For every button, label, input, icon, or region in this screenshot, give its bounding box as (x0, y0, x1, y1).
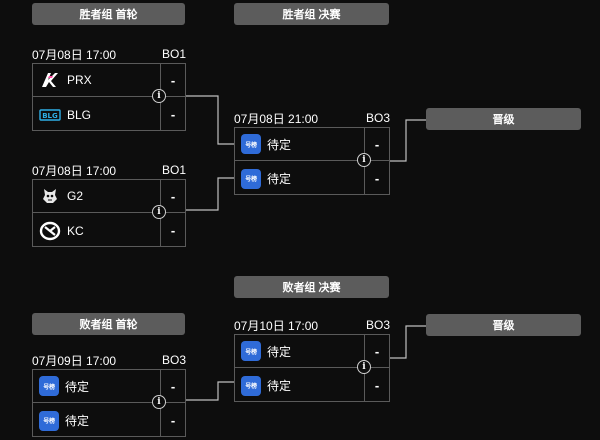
match-header: 07月08日 17:00 BO1 (32, 46, 186, 62)
tbd-logo-icon: 号榜 (241, 134, 261, 154)
team-name: 待定 (65, 414, 90, 428)
team-name: 待定 (267, 379, 292, 393)
team-score: - (374, 136, 380, 152)
tbd-logo-icon: 号榜 (241, 168, 261, 189)
team-row[interactable]: G2 - (33, 180, 185, 213)
team-name: 待定 (267, 172, 292, 186)
team-score: - (170, 72, 176, 88)
tbd-logo-icon: 号榜 (241, 341, 261, 361)
match-time: 07月10日 17:00 (234, 318, 319, 333)
team-row[interactable]: BLG BLG - (33, 98, 185, 131)
tbd-logo-icon: 号榜 (39, 376, 59, 396)
connector-m2-m3 (174, 177, 234, 211)
lower-advance-header: 晋级 (426, 314, 581, 336)
team-name: KC (67, 223, 84, 238)
team-score: - (374, 343, 380, 359)
team-name: PRX (67, 73, 92, 87)
team-name: BLG (67, 107, 92, 122)
team-name: 待定 (267, 344, 292, 359)
connector-m5-advance (376, 325, 426, 359)
tbd-logo-icon: 号榜 (39, 410, 59, 431)
match-format: BO3 (161, 353, 186, 367)
team-row[interactable]: 号榜 待定 - (235, 335, 389, 368)
g2-logo-icon (39, 185, 61, 207)
team-row[interactable]: 号榜 待定 - (235, 369, 389, 402)
upper-round1-header: 胜者组 首轮 (32, 3, 185, 25)
match-info-icon[interactable]: i (357, 360, 371, 374)
upper-final-header: 胜者组 决赛 (234, 3, 389, 25)
upper-advance-header: 晋级 (426, 108, 581, 130)
match-format: BO3 (365, 318, 390, 332)
team-score: - (170, 413, 176, 428)
match-card[interactable]: PRX - BLG BLG - (32, 63, 186, 131)
svg-text:BLG: BLG (42, 112, 58, 120)
team-row[interactable]: 号榜 待定 - (33, 370, 185, 403)
team-row[interactable]: 号榜 待定 - (33, 404, 185, 437)
kc-logo-icon (39, 220, 61, 242)
lower-round1-header: 败者组 首轮 (32, 313, 185, 335)
team-score: - (170, 223, 176, 238)
match-header: 07月09日 17:00 BO3 (32, 352, 186, 368)
team-score: - (170, 378, 176, 394)
connector-m3-advance (376, 119, 426, 162)
match-info-icon[interactable]: i (357, 153, 371, 167)
match-header: 07月10日 17:00 BO3 (234, 317, 390, 333)
team-name: G2 (67, 189, 84, 203)
lower-final-header: 败者组 决赛 (234, 276, 389, 298)
match-time: 07月09日 17:00 (32, 353, 117, 368)
prx-logo-icon (39, 69, 61, 91)
team-row[interactable]: 号榜 待定 - (235, 162, 389, 195)
match-format: BO3 (365, 111, 390, 125)
match-header: 07月08日 17:00 BO1 (32, 162, 186, 178)
team-name: 待定 (65, 379, 90, 394)
match-info-icon[interactable]: i (152, 89, 166, 103)
team-row[interactable]: PRX - (33, 64, 185, 97)
connector-m4-m5 (174, 381, 234, 401)
team-score: - (170, 188, 176, 204)
tbd-logo-icon: 号榜 (241, 375, 261, 396)
match-header: 07月08日 21:00 BO3 (234, 110, 390, 126)
team-score: - (170, 107, 176, 122)
team-score: - (374, 171, 380, 186)
team-row[interactable]: KC - (33, 214, 185, 247)
blg-logo-icon: BLG (39, 104, 61, 126)
team-name: 待定 (267, 137, 292, 152)
match-time: 07月08日 17:00 (32, 47, 117, 62)
match-info-icon[interactable]: i (152, 395, 166, 409)
match-time: 07月08日 17:00 (32, 163, 117, 178)
match-format: BO1 (161, 47, 186, 61)
team-score: - (374, 378, 380, 393)
team-row[interactable]: 号榜 待定 - (235, 128, 389, 161)
match-info-icon[interactable]: i (152, 205, 166, 219)
match-time: 07月08日 21:00 (234, 111, 319, 126)
match-format: BO1 (161, 163, 186, 177)
